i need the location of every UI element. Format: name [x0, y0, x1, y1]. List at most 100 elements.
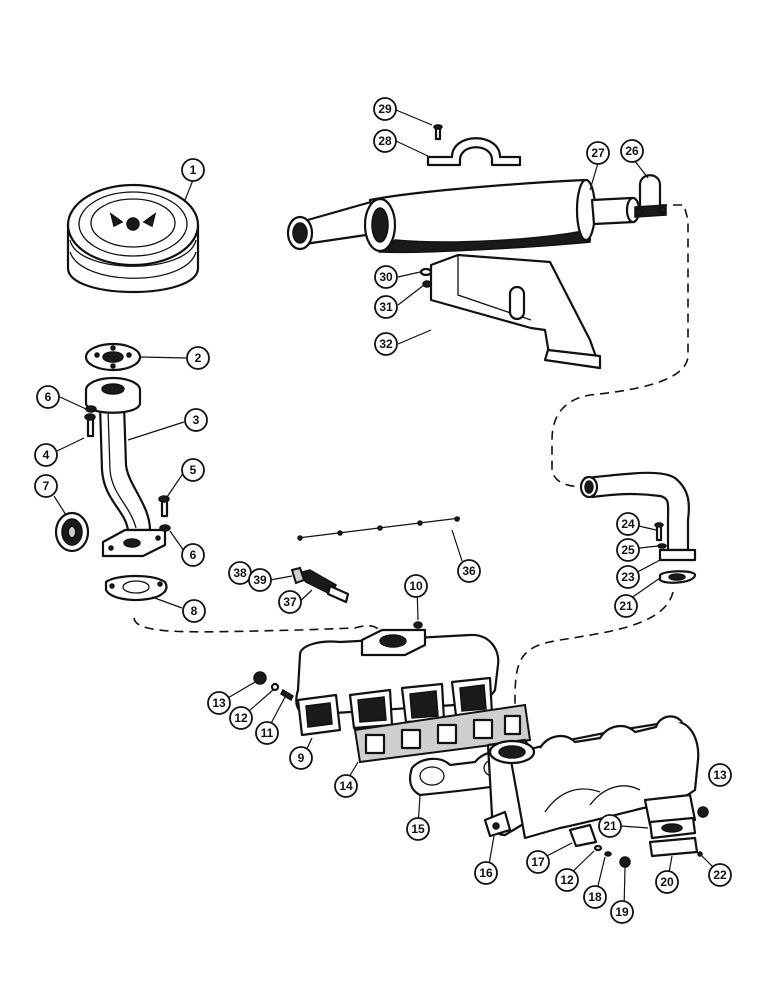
callout-label: 7: [43, 479, 50, 493]
callout-31: 31: [374, 295, 398, 319]
callout-11: 11: [255, 721, 279, 745]
callout-label: 6: [45, 390, 52, 404]
callout-6-bottom: 6: [181, 543, 205, 567]
callout-label: 20: [660, 875, 674, 889]
callout-6-top: 6: [36, 385, 60, 409]
callout-39: 39: [248, 568, 272, 592]
gasket-2: [84, 342, 142, 372]
air-cleaner: [66, 183, 200, 294]
callout-19: 19: [610, 900, 634, 924]
callout-13-left: 13: [207, 691, 231, 715]
washer-12-left: [270, 682, 280, 692]
nut-22: [697, 851, 703, 857]
callout-label: 26: [625, 144, 639, 158]
gasket-8: [104, 574, 168, 602]
callout-label: 32: [379, 337, 393, 351]
wire-36: [297, 516, 461, 541]
callout-20: 20: [655, 870, 679, 894]
callout-label: 15: [411, 822, 425, 836]
callout-label: 29: [378, 102, 392, 116]
callout-25: 25: [616, 538, 640, 562]
nut-19: [619, 856, 631, 868]
callout-22: 22: [708, 863, 732, 887]
callout-label: 11: [261, 726, 274, 740]
callout-21-top: 21: [614, 594, 638, 618]
callout-8: 8: [182, 599, 206, 623]
callout-13-right: 13: [708, 763, 732, 787]
callout-29: 29: [373, 97, 397, 121]
clamp-17: [568, 823, 598, 848]
callout-label: 2: [195, 351, 202, 365]
washer-30: [419, 267, 433, 277]
routing-lines: [133, 204, 689, 740]
callout-label: 6: [190, 548, 197, 562]
callout-label: 8: [191, 604, 198, 618]
callout-label: 25: [621, 543, 635, 557]
callout-label: 31: [379, 300, 393, 314]
callout-label: 1: [190, 163, 197, 177]
callout-16: 16: [474, 861, 498, 885]
flange-20: [648, 836, 699, 858]
nut-13-left: [253, 671, 267, 685]
washer-25: [657, 543, 667, 549]
bolt-29: [433, 124, 443, 141]
callout-label: 39: [253, 573, 267, 587]
callout-label: 14: [339, 779, 353, 793]
callout-26: 26: [620, 139, 644, 163]
callout-label: 10: [409, 579, 423, 593]
callout-28: 28: [373, 129, 397, 153]
callout-label: 37: [283, 595, 297, 609]
callout-4: 4: [34, 443, 58, 467]
muffler: [286, 178, 641, 254]
callout-15: 15: [406, 817, 430, 841]
callout-38: 38: [228, 561, 252, 585]
callout-label: 9: [298, 751, 305, 765]
inlet-pipe: [84, 376, 167, 558]
callout-17: 17: [526, 850, 550, 874]
callout-label: 16: [479, 866, 493, 880]
nut-10: [413, 621, 423, 629]
callout-5: 5: [181, 458, 205, 482]
nut-13-right: [697, 806, 709, 818]
elbow-pipe-23: [579, 471, 697, 562]
callout-label: 38: [233, 566, 247, 580]
stud-18: [604, 851, 612, 857]
callout-9: 9: [289, 746, 313, 770]
callout-label: 21: [619, 599, 633, 613]
spark-plug-37: [290, 566, 350, 604]
callout-label: 19: [615, 905, 629, 919]
callout-23: 23: [616, 565, 640, 589]
callout-label: 24: [621, 517, 635, 531]
callout-label: 5: [190, 463, 197, 477]
gasket-21-top: [658, 570, 697, 584]
bolt-5: [158, 495, 170, 518]
callout-14: 14: [334, 774, 358, 798]
callout-7: 7: [34, 474, 58, 498]
callout-label: 23: [621, 570, 635, 584]
manifold-16: [483, 715, 700, 840]
gasket-14: [353, 703, 532, 764]
callout-label: 13: [713, 768, 727, 782]
washer-6-bottom: [159, 524, 171, 532]
gasket-21-bottom: [648, 816, 697, 840]
callout-label: 30: [379, 270, 393, 284]
callout-36: 36: [457, 559, 481, 583]
callout-30: 30: [374, 265, 398, 289]
callout-label: 13: [212, 696, 226, 710]
callout-label: 12: [560, 873, 574, 887]
callout-label: 18: [588, 890, 602, 904]
callout-2: 2: [186, 346, 210, 370]
callout-label: 4: [43, 448, 50, 462]
washer-6-top: [85, 405, 97, 413]
callout-32: 32: [374, 332, 398, 356]
callout-37: 37: [278, 590, 302, 614]
callout-18: 18: [583, 885, 607, 909]
callout-label: 28: [378, 134, 392, 148]
callout-3: 3: [184, 408, 208, 432]
callout-label: 27: [591, 146, 605, 160]
strap-28: [426, 137, 522, 167]
callout-24: 24: [616, 512, 640, 536]
stud-11: [280, 688, 294, 702]
callout-21-right: 21: [598, 814, 622, 838]
